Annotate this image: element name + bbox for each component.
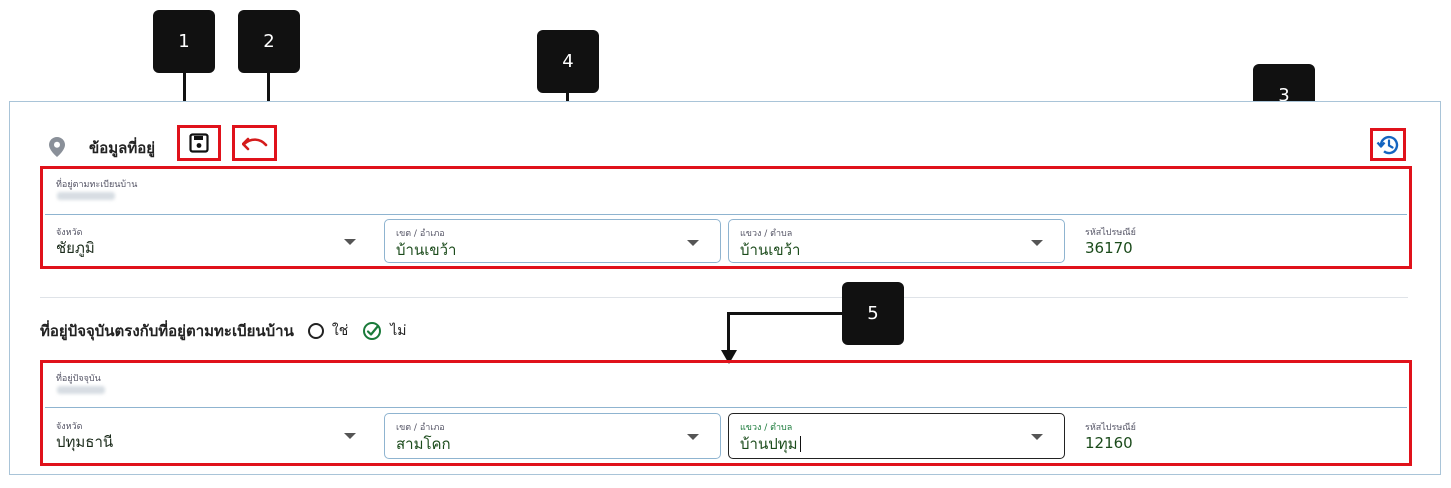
- registered-district-value: บ้านเขว้า: [396, 241, 457, 259]
- undo-icon: [241, 137, 267, 151]
- callout-2: 2: [238, 10, 300, 73]
- registered-address-value-redacted: [57, 192, 115, 200]
- current-address-field[interactable]: ที่อยู่ปัจจุบัน: [45, 365, 1407, 408]
- current-subdistrict-value-wrap: บ้านปทุม: [740, 432, 801, 456]
- address-card: [9, 101, 1441, 475]
- registered-district-label: เขต / อำเภอ: [396, 229, 445, 239]
- current-subdistrict-label: แขวง / ตำบล: [740, 423, 793, 433]
- current-province-select[interactable]: จังหวัด ปทุมธานี: [45, 413, 373, 459]
- radio-yes[interactable]: [307, 323, 324, 339]
- registered-province-label: จังหวัด: [56, 228, 83, 238]
- callout-5-line-h: [727, 312, 842, 315]
- radio-yes-label: ใช่: [331, 323, 349, 339]
- history-button-highlight: [1370, 128, 1406, 161]
- callout-1: 1: [153, 10, 215, 73]
- history-button[interactable]: [1374, 131, 1402, 158]
- current-address-highlight: [40, 360, 1412, 466]
- current-subdistrict-value: บ้านปทุม: [740, 435, 798, 453]
- current-province-label: จังหวัด: [56, 422, 83, 432]
- callout-5: 5: [842, 282, 904, 345]
- current-postal-value: 12160: [1085, 434, 1133, 452]
- callout-2-line: [267, 73, 270, 111]
- same-address-question: ที่อยู่ปัจจุบันตรงกับที่อยู่ตามทะเบียนบ้…: [40, 322, 294, 340]
- current-district-label: เขต / อำเภอ: [396, 423, 445, 433]
- save-icon: [189, 133, 209, 153]
- registered-postal-label: รหัสไปรษณีย์: [1085, 228, 1136, 238]
- registered-address-field[interactable]: ที่อยู่ตามทะเบียนบ้าน: [45, 171, 1407, 215]
- chevron-down-icon: [1031, 434, 1043, 440]
- chevron-down-icon: [687, 434, 699, 440]
- callout-1-line: [183, 73, 186, 111]
- registered-address-label: ที่อยู่ตามทะเบียนบ้าน: [56, 180, 138, 190]
- callout-4: 4: [537, 30, 599, 93]
- undo-button-highlight: [232, 125, 277, 161]
- section-title: ข้อมูลที่อยู่: [89, 139, 156, 157]
- current-address-label: ที่อยู่ปัจจุบัน: [56, 374, 101, 384]
- registered-address-highlight: [40, 166, 1412, 269]
- current-province-value: ปทุมธานี: [56, 433, 114, 451]
- callout-5-line-v: [727, 312, 730, 351]
- registered-province-value: ชัยภูมิ: [56, 239, 95, 257]
- registered-subdistrict-label: แขวง / ตำบล: [740, 229, 793, 239]
- chevron-down-icon: [344, 433, 356, 439]
- current-subdistrict-select[interactable]: แขวง / ตำบล บ้านปทุม: [728, 413, 1065, 459]
- registered-district-select[interactable]: เขต / อำเภอ บ้านเขว้า: [384, 219, 721, 263]
- save-button-highlight: [177, 125, 221, 161]
- radio-no-label: ไม่: [390, 323, 407, 339]
- registered-subdistrict-value: บ้านเขว้า: [740, 241, 801, 259]
- current-district-value: สามโคก: [396, 435, 451, 453]
- chevron-down-icon: [1031, 240, 1043, 246]
- save-button[interactable]: [182, 130, 216, 156]
- chevron-down-icon: [687, 240, 699, 246]
- undo-button[interactable]: [237, 130, 272, 156]
- check-circle-icon[interactable]: [362, 321, 382, 341]
- history-icon: [1376, 135, 1399, 154]
- text-cursor: [799, 436, 801, 452]
- registered-province-select[interactable]: จังหวัด ชัยภูมิ: [45, 219, 373, 264]
- registered-subdistrict-select[interactable]: แขวง / ตำบล บ้านเขว้า: [728, 219, 1065, 263]
- current-district-select[interactable]: เขต / อำเภอ สามโคก: [384, 413, 721, 459]
- section-divider: [40, 297, 1408, 298]
- current-postal-label: รหัสไปรษณีย์: [1085, 423, 1136, 433]
- chevron-down-icon: [344, 239, 356, 245]
- current-address-value-redacted: [57, 386, 105, 394]
- same-address-question-row: ที่อยู่ปัจจุบันตรงกับที่อยู่ตามทะเบียนบ้…: [40, 319, 406, 343]
- location-pin-icon: [49, 137, 65, 157]
- registered-postal-value: 36170: [1085, 239, 1133, 257]
